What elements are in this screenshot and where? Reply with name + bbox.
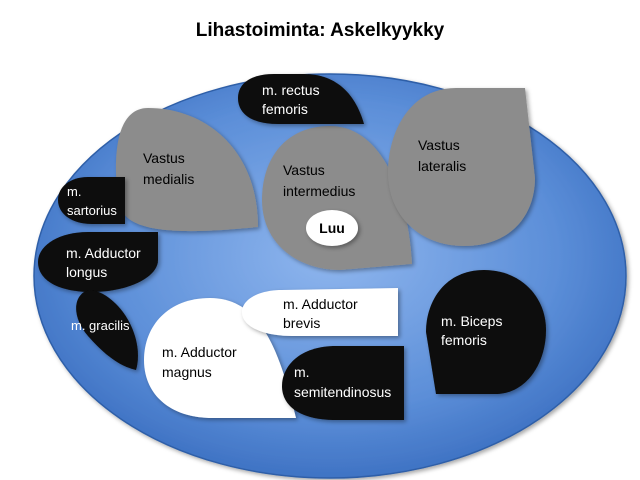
- svg-text:m. rectus femoris: m. rectus femoris: [262, 82, 323, 117]
- vastus-intermedius: Vastus intermedius: [262, 126, 412, 270]
- sartorius: m. sartorius: [58, 177, 125, 224]
- adductor-magnus-label-line1: m. Adductor: [162, 344, 237, 360]
- vastus-medialis-label-line1: Vastus: [143, 150, 185, 166]
- svg-text:m. Biceps femoris: m. Biceps femoris: [441, 313, 506, 348]
- sartorius-label-line1: m.: [67, 184, 81, 199]
- svg-text:m. Adductor brevis: m. Adductor brevis: [283, 296, 362, 331]
- sartorius-label-line2: sartorius: [67, 203, 117, 218]
- rectus-femoris-label-line1: m. rectus: [262, 82, 320, 98]
- adductor-longus-label-line2: longus: [66, 264, 107, 280]
- vastus-intermedius-label-line1: Vastus: [283, 162, 325, 178]
- diagram-title: Lihastoiminta: Askelkyykky: [196, 20, 445, 41]
- adductor-longus: m. Adductor longus: [38, 232, 158, 292]
- biceps-femoris-label-line2: femoris: [441, 332, 487, 348]
- gracilis: m. gracilis: [71, 290, 138, 370]
- adductor-magnus-label-line2: magnus: [162, 364, 212, 380]
- gracilis-label: m. gracilis: [71, 318, 130, 333]
- adductor-brevis-label-line1: m. Adductor: [283, 296, 358, 312]
- rectus-femoris: m. rectus femoris: [238, 74, 364, 124]
- vastus-medialis: Vastus medialis: [115, 108, 258, 232]
- svg-text:m. semitendinosus: m. semitendinosus: [294, 364, 391, 400]
- biceps-femoris: m. Biceps femoris: [426, 270, 546, 394]
- bone: Luu: [306, 210, 358, 246]
- svg-text:Vastus intermedius: Vastus intermedius: [283, 162, 355, 199]
- vastus-lateralis-label-line2: lateralis: [418, 158, 466, 174]
- vastus-intermedius-label-line2: intermedius: [283, 183, 355, 199]
- adductor-longus-label-line1: m. Adductor: [66, 245, 141, 261]
- semitendinosus-label-line1: m.: [294, 364, 310, 380]
- vastus-lateralis: Vastus lateralis: [388, 88, 535, 246]
- bone-label: Luu: [319, 220, 345, 236]
- vastus-medialis-label-line2: medialis: [143, 171, 194, 187]
- biceps-femoris-label-line1: m. Biceps: [441, 313, 502, 329]
- adductor-brevis: m. Adductor brevis: [242, 288, 398, 336]
- svg-text:m. sartorius: m. sartorius: [67, 184, 117, 218]
- svg-text:Vastus lateralis: Vastus lateralis: [418, 137, 466, 174]
- svg-text:m. Adductor longus: m. Adductor longus: [66, 245, 145, 280]
- vastus-lateralis-label-line1: Vastus: [418, 137, 460, 153]
- semitendinosus-label-line2: semitendinosus: [294, 384, 391, 400]
- adductor-brevis-label-line2: brevis: [283, 315, 320, 331]
- svg-text:Vastus medialis: Vastus medialis: [143, 150, 194, 187]
- semitendinosus: m. semitendinosus: [282, 346, 404, 420]
- svg-text:m. Adductor magnus: m. Adductor magnus: [162, 344, 241, 380]
- rectus-femoris-label-line2: femoris: [262, 101, 308, 117]
